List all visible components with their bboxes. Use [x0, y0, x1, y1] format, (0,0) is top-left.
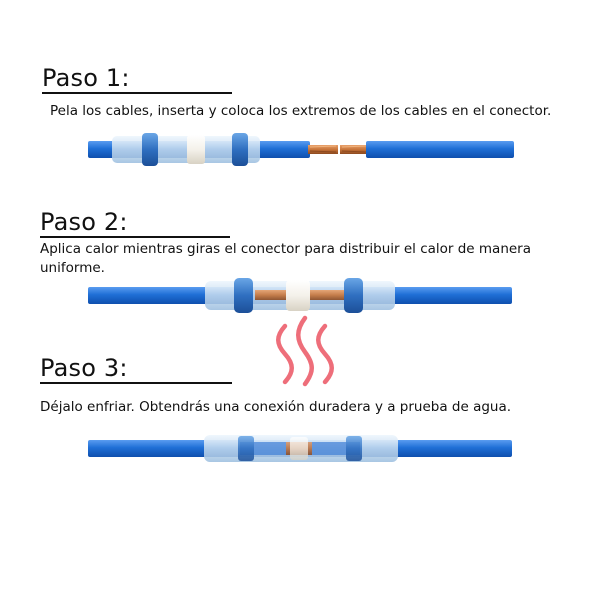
step-3-connector-sleeve [204, 435, 398, 462]
step-1-solder-band [187, 135, 205, 164]
step-2-connector-ring-right [344, 278, 363, 313]
step-2-cable [88, 287, 512, 304]
step-2-cable-illustration [88, 278, 512, 387]
step-2-solder-band [286, 280, 310, 311]
step-1-underline [42, 92, 232, 94]
step-1-connector-ring-left [142, 133, 158, 166]
step-1-cable-illustration [88, 133, 514, 166]
step-2-connector-ring-left [234, 278, 253, 313]
step-2-title: Paso 2: [40, 208, 128, 236]
step-2-description: Aplica calor mientras giras el conector … [40, 241, 532, 276]
step-2-copper-core [255, 290, 345, 300]
step-3-cable-illustration [88, 435, 512, 462]
step-2-underline [40, 236, 230, 238]
step-2-connector-sleeve [205, 281, 395, 310]
step-3-connector-ring-right [346, 436, 362, 461]
step-3-cable [88, 440, 512, 457]
heat-waves-icon [276, 315, 334, 387]
step-3-solder-band [290, 437, 308, 460]
step-1-description: Pela los cables, inserta y coloca los ex… [50, 103, 552, 119]
step-1-connector-ring-right [232, 133, 248, 166]
step-3-underline [40, 382, 232, 384]
step-3-inner-cable [240, 442, 360, 455]
step-1-right-cable [366, 141, 514, 158]
step-3-title: Paso 3: [40, 354, 128, 382]
step-1-right-copper [340, 145, 368, 154]
step-1-left-copper [308, 145, 338, 154]
step-3-connector-ring-left [238, 436, 254, 461]
step-3-copper-joint [286, 442, 312, 455]
step-1-title: Paso 1: [42, 64, 130, 92]
step-1-left-cable [88, 141, 310, 158]
step-3-description: Déjalo enfriar. Obtendrás una conexión d… [40, 399, 512, 415]
step-1-connector-sleeve [112, 136, 260, 163]
